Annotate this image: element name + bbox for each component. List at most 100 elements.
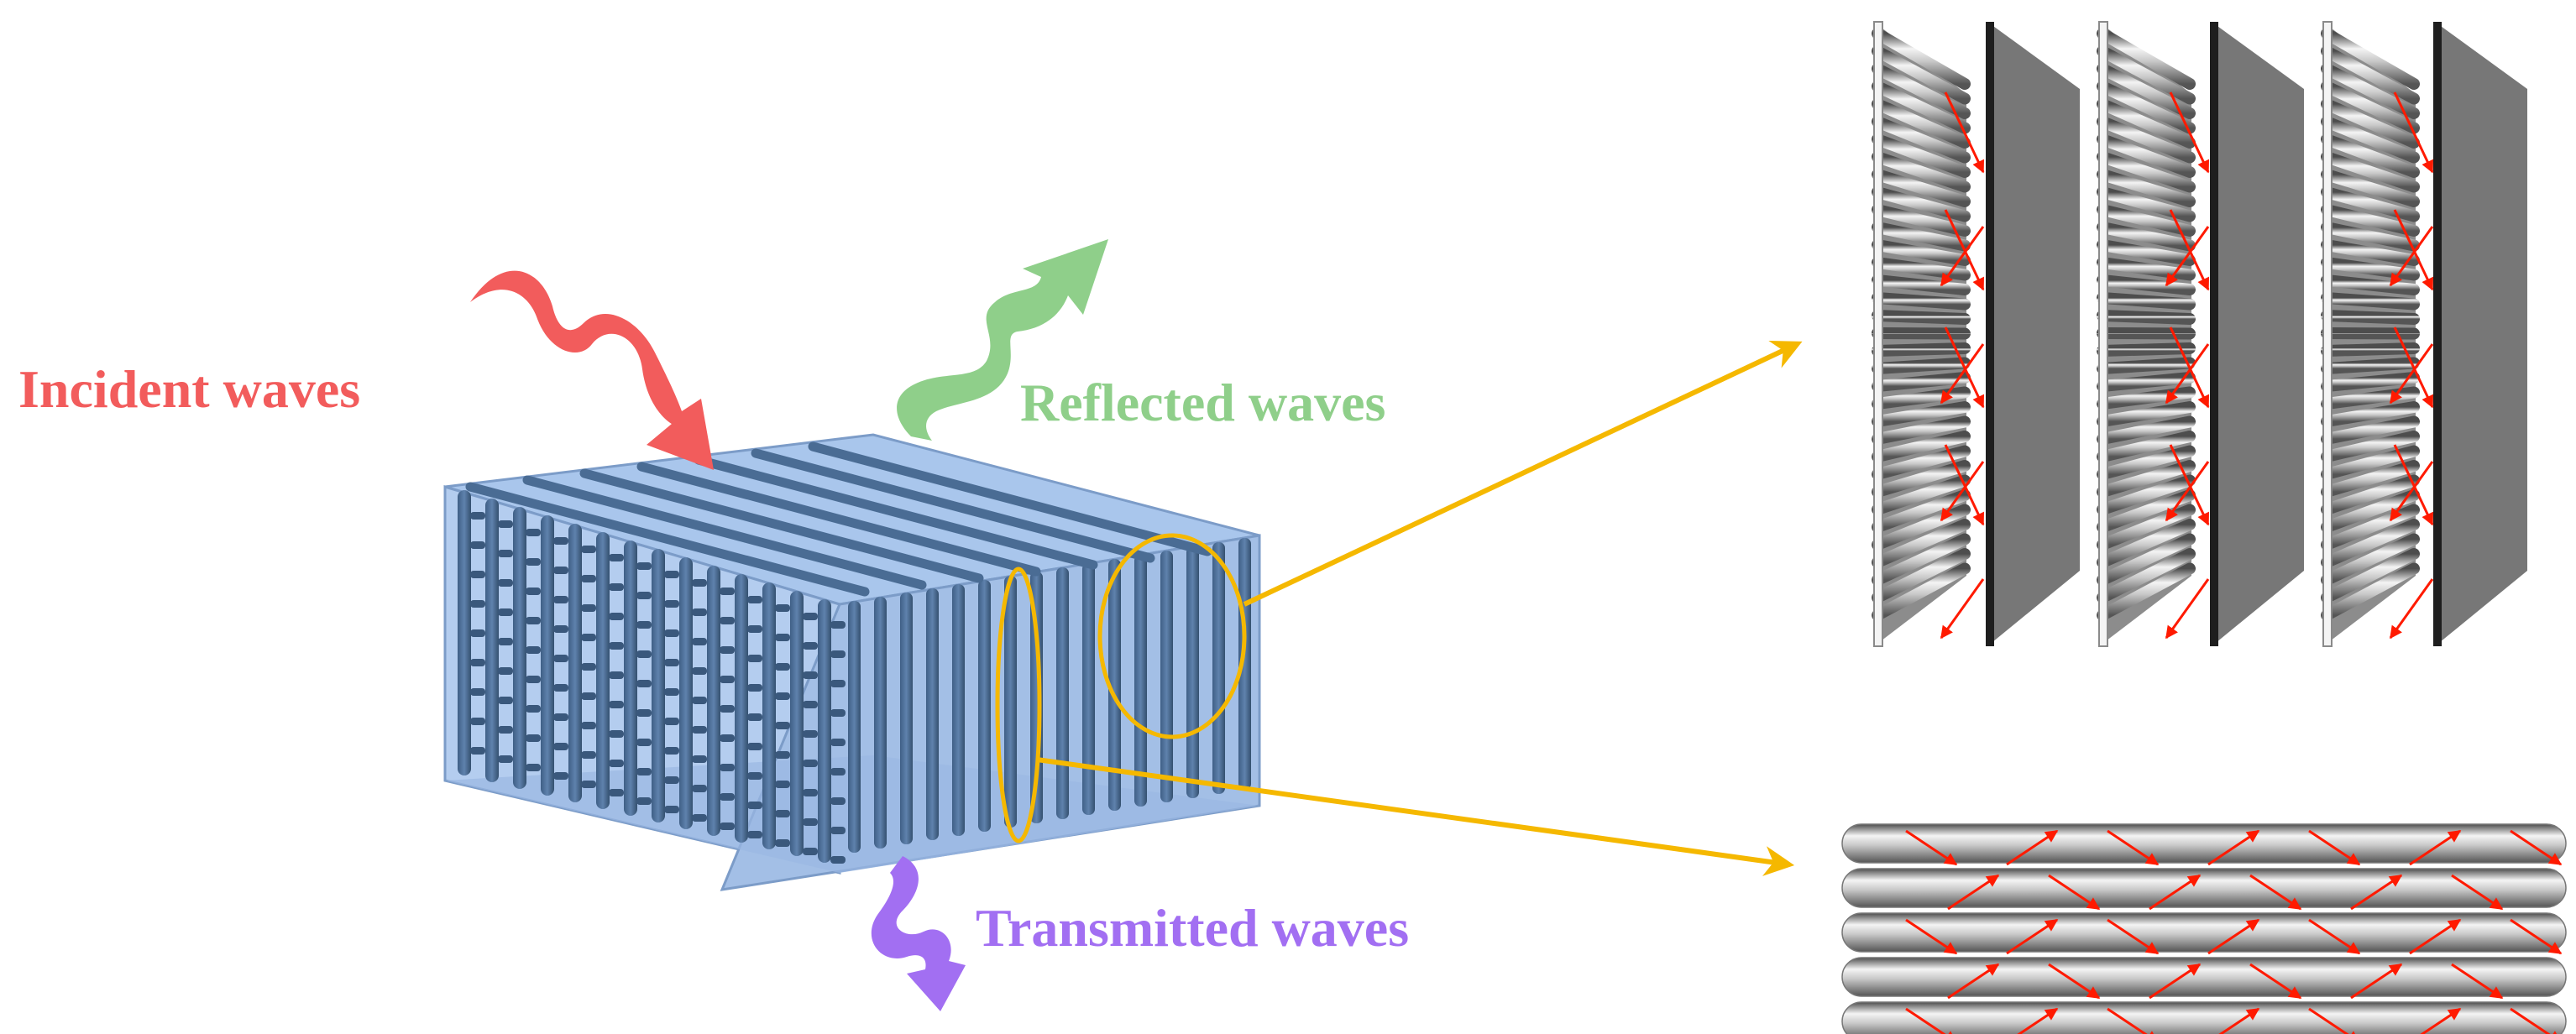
lattice-structure xyxy=(443,433,1261,891)
rod-knob xyxy=(526,588,541,595)
rod-knob xyxy=(692,608,707,616)
panel-rod xyxy=(1872,81,1971,134)
rod-knob xyxy=(498,697,513,704)
rod-knob xyxy=(664,659,679,666)
rod-knob xyxy=(747,772,762,780)
propagation-arrow xyxy=(2393,444,2434,526)
vertical-rod xyxy=(1160,551,1173,802)
panel-rod xyxy=(2321,357,2420,374)
panel-rod xyxy=(1872,116,1971,164)
vertical-rod xyxy=(1082,563,1095,815)
panel-rod xyxy=(2321,28,2420,90)
rod-knob xyxy=(470,541,485,549)
rod-panel xyxy=(2433,20,2527,648)
rod-knob xyxy=(636,797,652,805)
panel-rod xyxy=(2321,431,2420,462)
rod-knob xyxy=(609,642,624,650)
vertical-rod xyxy=(624,540,637,816)
panel-rod xyxy=(2321,474,2420,515)
panel-rod xyxy=(2321,401,2420,427)
panel-rod xyxy=(2321,274,2420,295)
panel-rod xyxy=(2097,474,2196,515)
top-rod xyxy=(694,455,1098,570)
rod-knob xyxy=(830,827,846,834)
transmitted-wave-arrow xyxy=(871,856,966,1011)
vertical-rod xyxy=(485,499,499,782)
rod-knob xyxy=(720,764,735,771)
rod-knob xyxy=(498,550,513,557)
panel-rod xyxy=(2097,204,2196,237)
panel-rod xyxy=(2321,327,2420,340)
propagation-arrow xyxy=(2308,918,2361,955)
rod-knob xyxy=(498,667,513,675)
propagation-arrow xyxy=(2165,226,2210,287)
panel-rod xyxy=(2097,310,2196,325)
panel-rod xyxy=(2321,222,2420,252)
panel-rod xyxy=(1872,28,1971,90)
panel-rod xyxy=(2321,372,2420,392)
callout-arrow-top xyxy=(1243,340,1803,607)
rod-knob xyxy=(470,512,485,520)
propagation-arrow xyxy=(2207,918,2260,955)
rod-knob xyxy=(581,604,596,612)
rod-knob xyxy=(803,789,818,796)
top-rod xyxy=(579,468,984,583)
rod-knob xyxy=(803,701,818,708)
panel-rod xyxy=(1872,372,1971,392)
panel-rod xyxy=(2097,169,2196,207)
panel-rod xyxy=(1872,45,1971,105)
panel-rod xyxy=(2321,460,2420,498)
rod-knob xyxy=(526,646,541,654)
panel-rod xyxy=(2321,169,2420,207)
panel-rod xyxy=(2321,292,2420,311)
panel-rod xyxy=(2097,533,2196,586)
rod-knob xyxy=(830,680,846,687)
vertical-rod xyxy=(952,584,965,836)
rod-knob xyxy=(775,781,790,788)
propagation-arrow xyxy=(2393,326,2434,409)
top-rod xyxy=(522,475,927,590)
propagation-arrow xyxy=(2107,1007,2160,1034)
rod-knob xyxy=(526,705,541,713)
panel-rod xyxy=(2097,45,2196,105)
propagation-arrow xyxy=(2207,829,2260,866)
rod-knob xyxy=(609,789,624,796)
callout-ellipse-right xyxy=(1097,533,1247,739)
rod-knob xyxy=(747,655,762,662)
rod-knob xyxy=(664,718,679,725)
rod-knob xyxy=(664,747,679,755)
panel-rod xyxy=(2321,415,2420,445)
vertical-rod xyxy=(978,580,991,832)
rod-knob xyxy=(664,600,679,608)
panel-rod xyxy=(1872,474,1971,515)
horizontal-rod xyxy=(1841,1001,2567,1034)
propagation-arrow xyxy=(1905,829,1958,866)
panel-rod xyxy=(1872,533,1971,586)
rod-knob xyxy=(553,537,568,545)
rod-knob xyxy=(636,739,652,746)
rod-knob xyxy=(747,625,762,633)
horizontal-rod-stack xyxy=(1841,823,2567,1034)
propagation-arrow xyxy=(1944,444,1985,526)
panel-rod xyxy=(1872,310,1971,325)
rod-knob xyxy=(553,596,568,603)
rod-panel xyxy=(2210,20,2304,648)
panel-rod xyxy=(2321,186,2420,222)
rod-knob xyxy=(526,734,541,742)
rod-knob xyxy=(470,629,485,637)
panel-rod xyxy=(2097,431,2196,462)
rod-knob xyxy=(803,730,818,738)
propagation-arrow xyxy=(2350,963,2403,1000)
vertical-rod xyxy=(874,597,887,849)
rod-knob xyxy=(664,776,679,784)
panel-rod xyxy=(1872,239,1971,266)
panel-rod xyxy=(2097,292,2196,311)
rod-knob xyxy=(470,718,485,725)
rod-knob xyxy=(803,818,818,826)
vertical-rod xyxy=(1134,555,1147,807)
rod-knob xyxy=(830,856,846,864)
reflected-wave-arrow xyxy=(897,239,1108,441)
panel-rod xyxy=(2097,372,2196,392)
propagation-arrow xyxy=(2149,963,2202,1000)
